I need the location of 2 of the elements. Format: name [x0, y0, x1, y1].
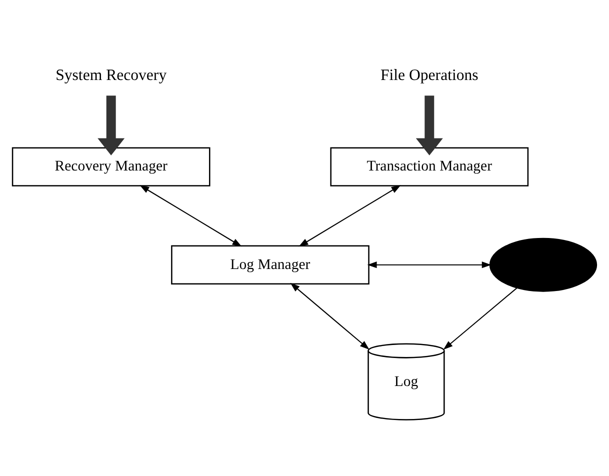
node-text: System Recovery — [56, 66, 167, 84]
node-text: File Operations — [380, 66, 478, 84]
